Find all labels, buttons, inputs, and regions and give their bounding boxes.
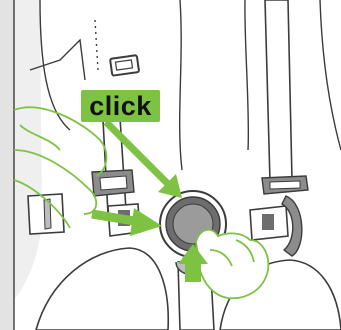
seat-back-panel: [0, 0, 14, 330]
chest-clip-right: [262, 176, 308, 194]
harness-strap-right: [265, 0, 292, 182]
click-callout-label: click: [89, 93, 152, 120]
harness-label-tag: [110, 55, 139, 76]
click-callout: click: [81, 90, 160, 122]
